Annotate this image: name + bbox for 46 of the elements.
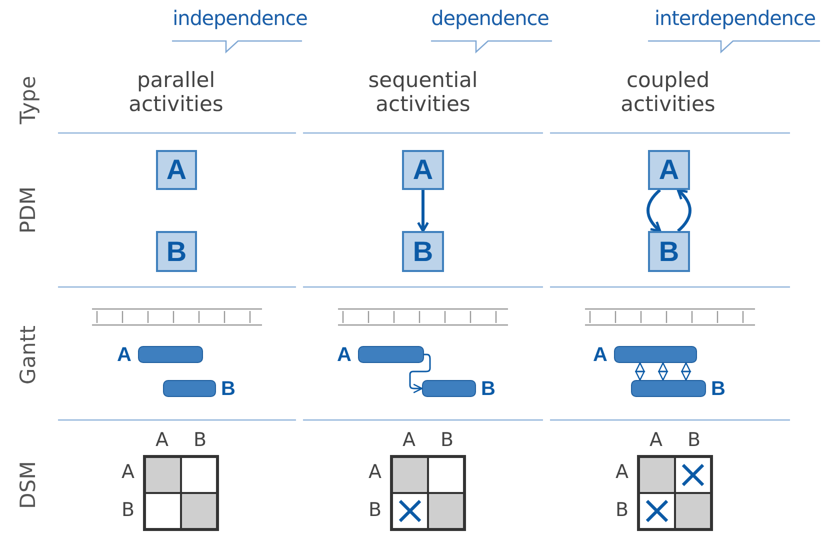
arrow bbox=[646, 188, 662, 232]
callout-text: interdependence bbox=[654, 6, 816, 30]
callout-text: dependence bbox=[431, 6, 549, 30]
matrix-label: A bbox=[402, 430, 416, 450]
matrix-label: A bbox=[156, 430, 168, 450]
activity-box: B bbox=[156, 231, 197, 272]
activity-type: parallel activities bbox=[128, 68, 224, 116]
arrow bbox=[417, 190, 429, 232]
gantt-bar bbox=[138, 346, 203, 363]
bar-label: B bbox=[711, 378, 726, 398]
activity-box: A bbox=[402, 150, 444, 190]
matrix-label: B bbox=[193, 430, 207, 450]
arrow bbox=[635, 362, 645, 381]
bar-label: B bbox=[481, 378, 496, 398]
matrix-label: A bbox=[650, 430, 662, 450]
matrix-label: B bbox=[121, 500, 135, 520]
arrow bbox=[676, 188, 692, 232]
activity-box: B bbox=[648, 231, 690, 272]
row-heading: DSM bbox=[16, 461, 40, 509]
bar-label: B bbox=[221, 378, 236, 398]
activity-box: A bbox=[648, 150, 690, 190]
matrix-label: B bbox=[615, 500, 629, 520]
callout-text: independence bbox=[172, 6, 308, 30]
matrix-label: A bbox=[122, 462, 134, 482]
gantt-bar bbox=[631, 380, 706, 397]
gantt-bar bbox=[422, 380, 476, 397]
bar-label: A bbox=[337, 344, 352, 364]
activity-type: coupled activities bbox=[620, 68, 716, 116]
activity-box: A bbox=[156, 150, 197, 190]
activity-type: sequential activities bbox=[367, 68, 479, 116]
gantt-bar bbox=[614, 346, 697, 363]
arrow bbox=[681, 362, 691, 381]
matrix-label: A bbox=[368, 462, 382, 482]
row-heading: PDM bbox=[16, 186, 40, 234]
bar-label: A bbox=[593, 344, 608, 364]
gantt-bar bbox=[163, 380, 216, 397]
arrow bbox=[658, 362, 668, 381]
matrix-label: A bbox=[616, 462, 628, 482]
matrix-label: B bbox=[440, 430, 454, 450]
activity-box: B bbox=[402, 231, 444, 272]
gantt-bar bbox=[358, 346, 424, 363]
bar-label: A bbox=[117, 344, 132, 364]
matrix-label: B bbox=[368, 500, 382, 520]
row-heading: Gantt bbox=[16, 326, 40, 384]
matrix-label: B bbox=[687, 430, 701, 450]
row-heading: Type bbox=[16, 76, 40, 124]
